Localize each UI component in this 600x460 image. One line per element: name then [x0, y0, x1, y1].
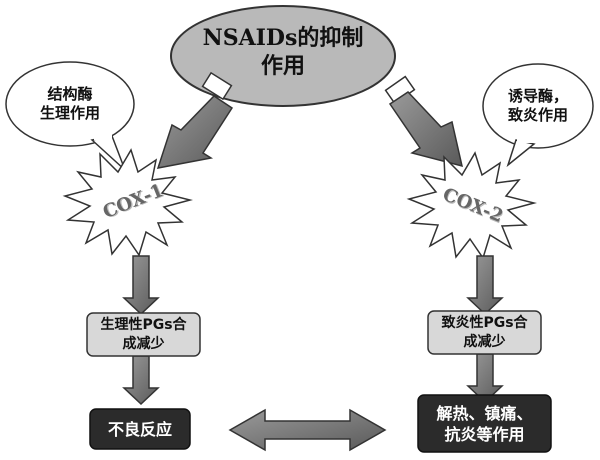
callout-right-text: 诱导酶， 致炎作用 — [507, 87, 568, 124]
box-right-text: 致炎性PGs合 成减少 — [441, 314, 528, 350]
callout-right-bubble — [482, 63, 594, 168]
arrow-box-to-outcome-right — [466, 353, 504, 404]
callout-left-text: 结构酶 生理作用 — [39, 85, 100, 122]
title-label: NSAIDs的抑制 作用 — [202, 25, 364, 79]
box-left-text: 生理性PGs合 成减少 — [100, 316, 187, 352]
box-right-shape — [427, 310, 542, 355]
arrow-box-to-outcome-left — [122, 355, 160, 406]
outcome-left-text: 不良反应 — [107, 419, 172, 439]
arrow-cox2-to-box — [466, 255, 504, 316]
nsaids-ellipse — [170, 5, 396, 107]
double-arrow — [228, 408, 387, 452]
cox2-starburst — [406, 151, 537, 260]
cox1-starburst — [62, 148, 193, 257]
outcome-right-shape — [417, 394, 552, 453]
outcome-left-shape — [89, 408, 191, 450]
arrow-cox1-to-box — [122, 255, 160, 316]
outcome-right-text: 解热、镇痛、 抗炎等作用 — [436, 403, 533, 444]
box-left-shape — [86, 312, 201, 357]
arrow-to-cox1 — [156, 71, 234, 169]
callout-left-bubble — [5, 61, 135, 171]
arrow-to-cox2 — [384, 75, 464, 168]
